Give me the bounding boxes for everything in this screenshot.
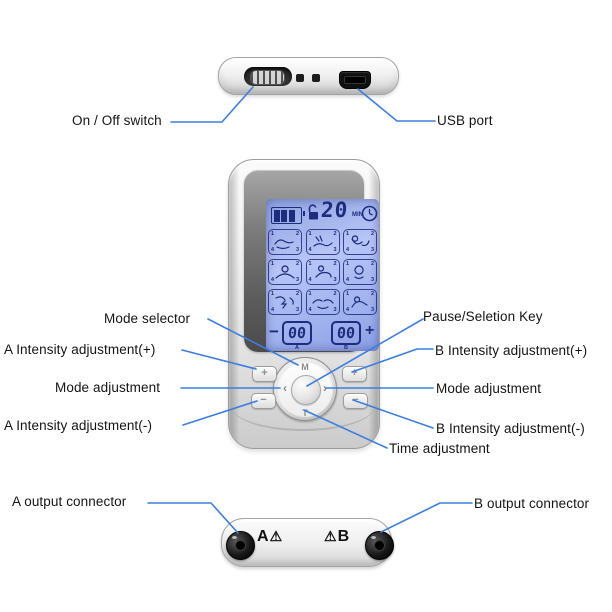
label-b-intensity-minus: B Intensity adjustment(-): [436, 421, 585, 436]
battery-icon: [271, 207, 305, 224]
acupressure-icon: [314, 265, 332, 278]
scraping-icon: [275, 296, 294, 309]
mode-adjustment-right-button: ›: [323, 381, 327, 395]
a-intensity-minus-button: −: [251, 393, 276, 409]
b-intensity-minus-button: −: [343, 393, 368, 409]
clock-icon: [361, 205, 378, 227]
port-a-marking: A⚠: [257, 528, 284, 545]
mode-adjustment-left-button: ‹: [283, 381, 287, 395]
label-a-output-connector: A output connector: [12, 494, 127, 509]
line-b-out: [380, 502, 473, 533]
timer-value: 20: [320, 198, 350, 222]
body-relax-icon: [351, 296, 368, 308]
shoulder-icon: [275, 265, 295, 279]
time-adjustment-button: T: [302, 408, 308, 418]
cupping-icon: [351, 235, 370, 247]
b-intensity-plus-button: +: [342, 366, 367, 382]
channel-a-minus-sign: −: [269, 322, 279, 341]
label-mode-adjustment-left: Mode adjustment: [55, 380, 161, 395]
label-on-off-switch: On / Off switch: [72, 113, 162, 128]
label-b-output-connector: B output connector: [474, 496, 590, 511]
pause-selection-button: [291, 375, 321, 405]
b-output-connector-jack: [365, 531, 394, 560]
warning-icon: ⚠: [324, 528, 338, 544]
channel-b-label: B: [344, 345, 348, 351]
port-b-marking: ⚠B: [324, 528, 351, 545]
timer-unit: MIN: [352, 212, 363, 218]
label-b-intensity-plus: B Intensity adjustment(+): [435, 343, 588, 358]
device-bottom-edge: A⚠ ⚠B: [221, 518, 394, 567]
label-pause-selection-key: Pause/Seletion Key: [423, 309, 543, 324]
on-off-switch: [244, 67, 292, 86]
device-top-edge: [218, 57, 399, 95]
channel-a-label: A: [295, 345, 299, 351]
hand-rub-icon: [274, 239, 294, 250]
body-seam: [231, 381, 375, 431]
tapping-icon: [312, 235, 333, 247]
a-output-connector-jack: [226, 531, 255, 560]
channel-a-intensity-display: 00: [282, 321, 312, 345]
head-massage-icon: [354, 265, 364, 280]
top-pin-hole-1: [296, 74, 304, 82]
top-pin-hole-2: [312, 74, 320, 82]
warning-icon: ⚠: [269, 528, 284, 544]
on-off-switch-knob: [250, 70, 285, 85]
lock-open-icon: [307, 203, 320, 226]
label-time-adjustment: Time adjustment: [389, 441, 490, 456]
label-usb-port: USB port: [437, 113, 493, 128]
usb-port: [339, 71, 371, 89]
channel-b-intensity-display: 00: [331, 321, 361, 345]
mode-selector-button: M: [301, 362, 309, 372]
label-a-intensity-plus: A Intensity adjustment(+): [4, 342, 156, 357]
label-mode-selector: Mode selector: [104, 311, 191, 326]
a-intensity-plus-button: +: [252, 366, 277, 382]
dpad-control: M T ‹ ›: [273, 357, 337, 421]
label-a-intensity-minus: A Intensity adjustment(-): [4, 418, 153, 433]
label-mode-adjustment-right: Mode adjustment: [436, 381, 542, 396]
channel-b-plus-sign: +: [365, 322, 375, 339]
kneading-icon: [311, 299, 334, 310]
usb-slot: [344, 76, 366, 84]
